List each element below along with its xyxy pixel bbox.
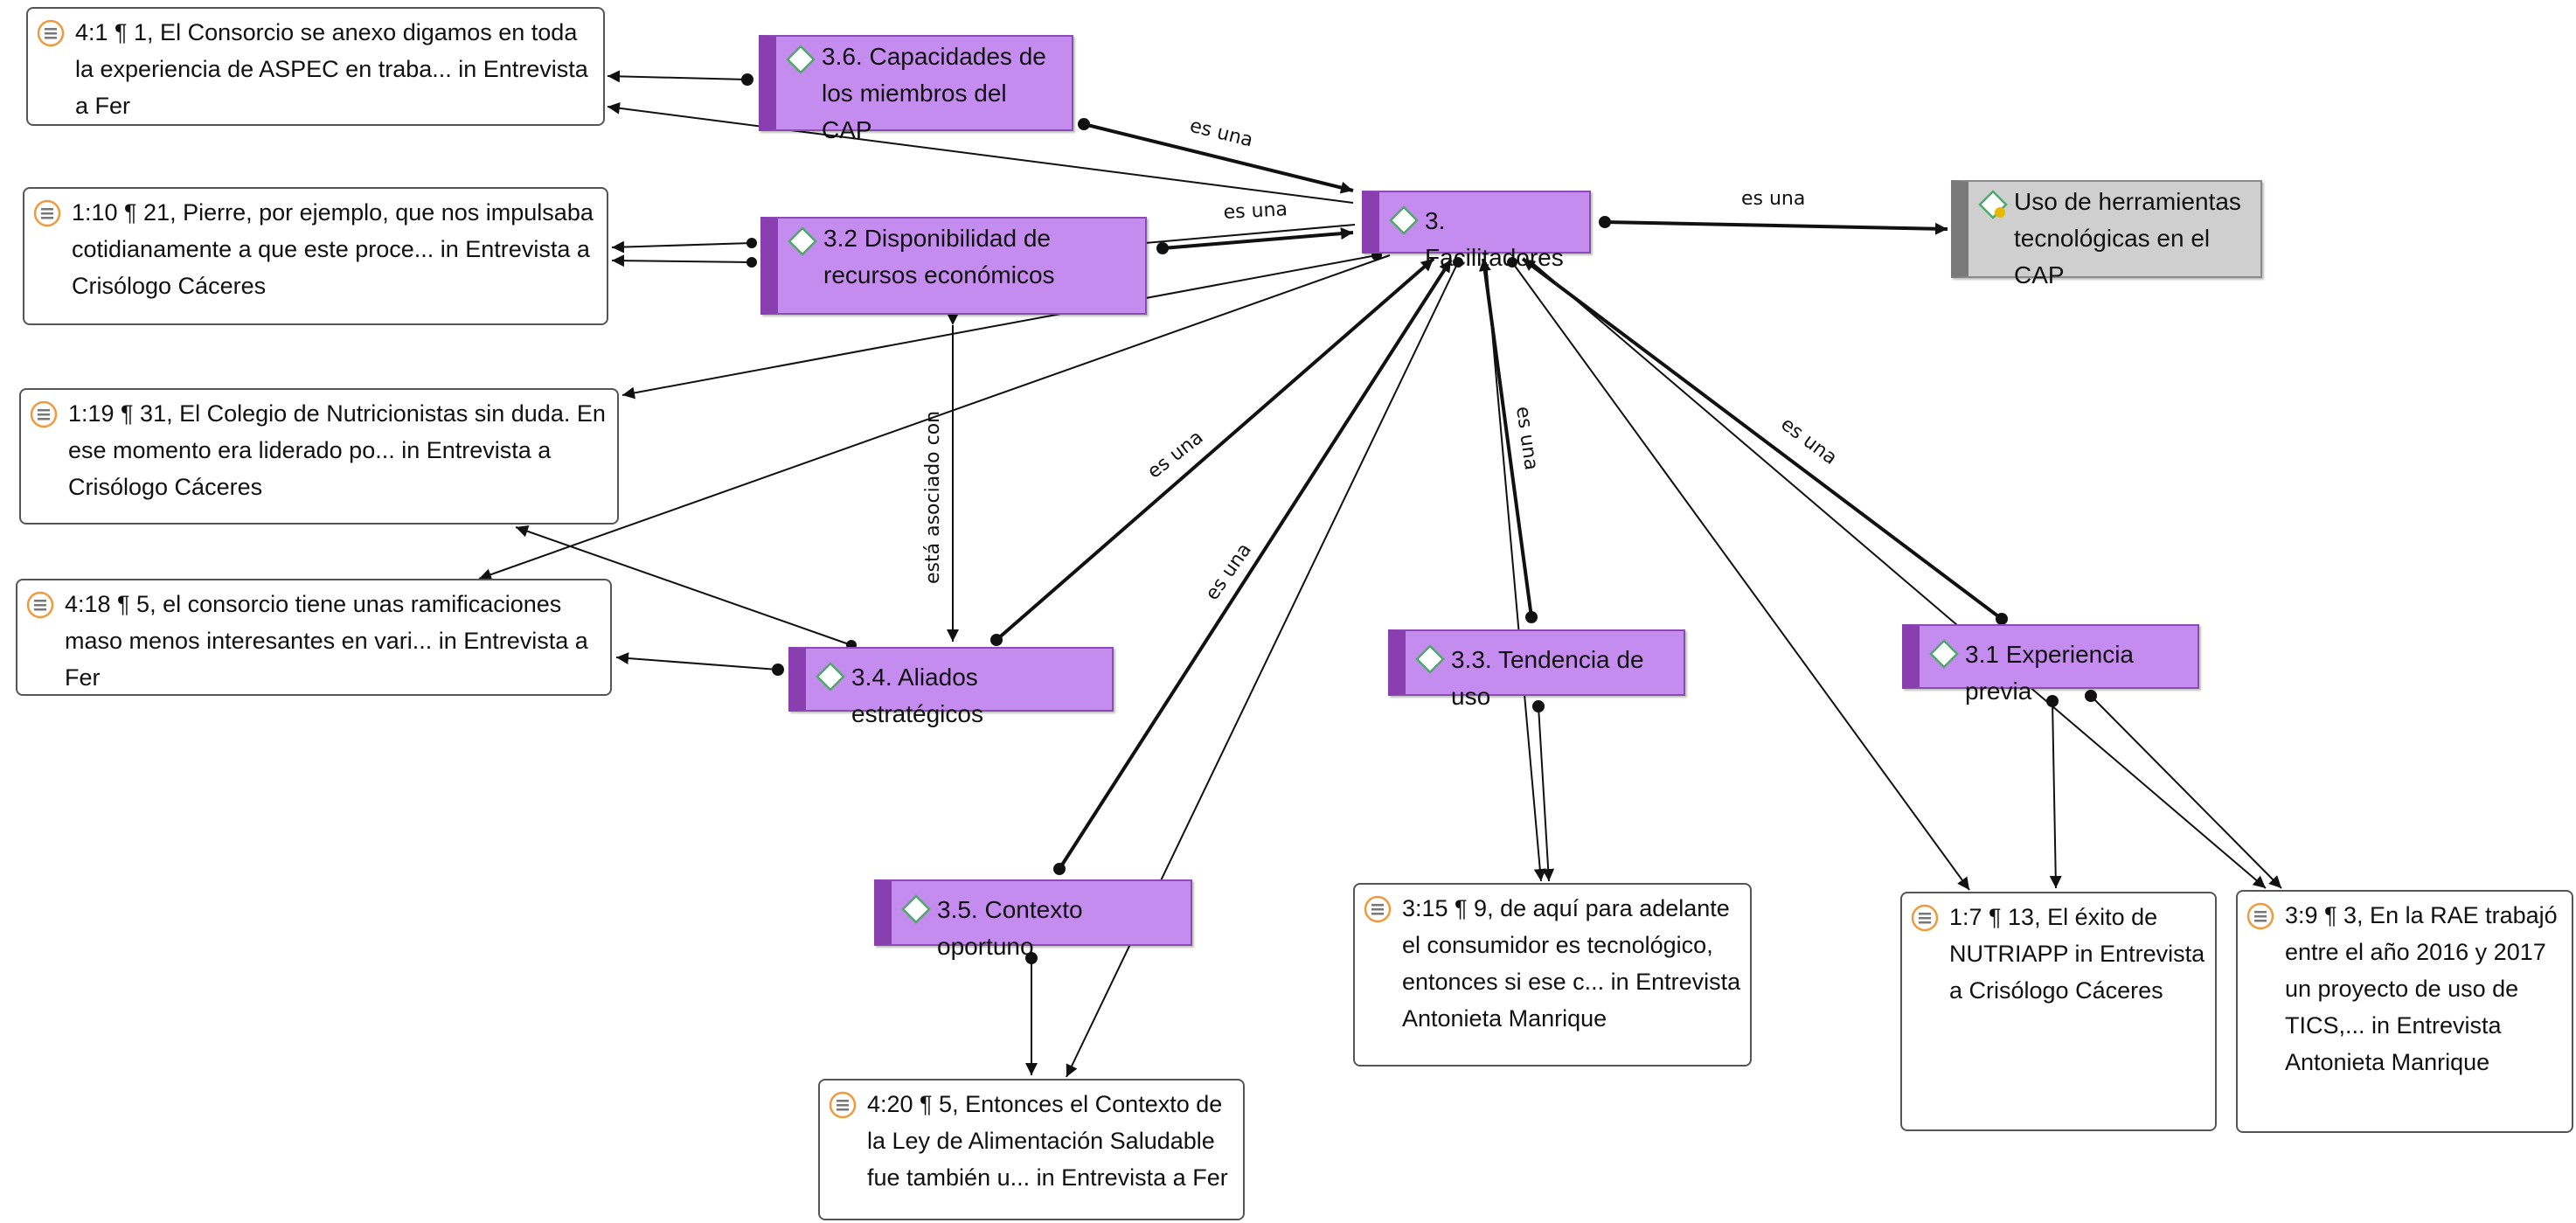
link-3-3-to-quote-3-15 [1532, 700, 1555, 882]
quote-text: 1:19 ¶ 31, El Colegio de Nutricionistas … [68, 400, 606, 500]
quote-text: 4:1 ¶ 1, El Consorcio se anexo digamos e… [75, 19, 588, 119]
document-lines-icon [26, 591, 54, 619]
link-3-4-to-quote-4-18 [615, 652, 784, 676]
document-lines-icon [30, 400, 58, 428]
quote-node-1-10[interactable]: 1:10 ¶ 21, Pierre, por ejemplo, que nos … [23, 187, 608, 325]
label-3-2-es-una: es una [1223, 198, 1288, 224]
code-node-3-5[interactable]: 3.5. Contexto oportuno [874, 879, 1192, 960]
quote-text: 3:9 ¶ 3, En la RAE trabajó entre el año … [2285, 902, 2558, 1075]
document-lines-icon [829, 1091, 857, 1119]
code-node-3-6[interactable]: 3.6. Capacidades de los miembros del CAP [759, 35, 1073, 143]
link-3-5-es-una-facilitadores [1053, 258, 1453, 875]
code-node-uso-herramientas[interactable]: Uso de herramientas tecnológicas en el C… [1951, 180, 2262, 288]
diamond-icon [788, 226, 817, 256]
diamond-icon [1389, 205, 1419, 235]
code-label: 3.2 Disponibilidad de recursos económico… [823, 225, 1055, 288]
quote-text: 3:15 ¶ 9, de aquí para adelante el consu… [1402, 895, 1741, 1032]
diamond-with-memo-icon [1978, 190, 2008, 219]
label-facilitadores-es-una-uso: es una [1741, 188, 1805, 210]
link-facilitadores-to-quote-1-10 [1144, 224, 1356, 244]
diamond-icon [901, 894, 931, 924]
code-label: 3.4. Aliados estratégicos [851, 664, 983, 727]
document-lines-icon [33, 199, 61, 227]
code-label: 3.3. Tendencia de uso [1451, 646, 1644, 710]
link-3-6-to-quote-4-1 [607, 70, 753, 86]
code-label: 3.6. Capacidades de los miembros del CAP [822, 43, 1046, 143]
code-label: 3. Facilitadores [1425, 207, 1564, 271]
link-3-2-to-quote-1-10 [611, 238, 757, 268]
link-3-2-es-una-facilitadores [1156, 227, 1354, 254]
quote-node-4-18[interactable]: 4:18 ¶ 5, el consorcio tiene unas ramifi… [16, 579, 612, 696]
code-label: Uso de herramientas tecnológicas en el C… [2014, 188, 2241, 288]
link-facilitadores-to-quote-3-9 [1529, 260, 2267, 889]
code-node-facilitadores[interactable]: 3. Facilitadores [1362, 191, 1591, 271]
link-facilitadores-to-quote-4-1 [607, 101, 1354, 204]
diamond-icon [1929, 639, 1959, 669]
quote-node-3-9[interactable]: 3:9 ¶ 3, En la RAE trabajó entre el año … [2236, 890, 2573, 1133]
code-node-3-1[interactable]: 3.1 Experiencia previa [1902, 624, 2199, 705]
label-3-3-es-una: es una [1511, 405, 1542, 471]
document-lines-icon [37, 19, 65, 47]
link-3-1-to-quote-1-7 [2046, 695, 2062, 889]
quote-node-1-7[interactable]: 1:7 ¶ 13, El éxito de NUTRIAPP in Entrev… [1900, 892, 2217, 1131]
quote-node-4-20[interactable]: 4:20 ¶ 5, Entonces el Contexto de la Ley… [818, 1079, 1245, 1220]
link-facilitadores-to-quote-1-7 [1507, 257, 1970, 891]
link-3-4-es-una-facilitadores [990, 257, 1435, 646]
label-3-2-asociado-3-4: está asociado con [922, 411, 944, 584]
code-label: 3.1 Experiencia previa [1965, 641, 2135, 705]
quote-node-3-15[interactable]: 3:15 ¶ 9, de aquí para adelante el consu… [1353, 883, 1752, 1067]
quote-node-1-19[interactable]: 1:19 ¶ 31, El Colegio de Nutricionistas … [19, 388, 619, 525]
quote-text: 1:7 ¶ 13, El éxito de NUTRIAPP in Entrev… [1949, 904, 2205, 1004]
link-facilitadores-to-quote-3-15 [1485, 261, 1546, 882]
document-lines-icon [1911, 904, 1939, 932]
code-node-3-3[interactable]: 3.3. Tendencia de uso [1388, 629, 1685, 710]
code-node-3-4[interactable]: 3.4. Aliados estratégicos [788, 647, 1114, 727]
label-3-4-es-una: es una [1143, 427, 1207, 483]
link-facilitadores-es-una-uso [1599, 216, 1948, 235]
quote-text: 4:20 ¶ 5, Entonces el Contexto de la Ley… [867, 1091, 1228, 1191]
diamond-icon [816, 662, 845, 691]
quote-text: 1:10 ¶ 21, Pierre, por ejemplo, que nos … [72, 199, 594, 299]
label-3-1-es-una: es una [1776, 413, 1841, 469]
label-3-5-es-una: es una [1201, 539, 1256, 604]
quote-node-4-1[interactable]: 4:1 ¶ 1, El Consorcio se anexo digamos e… [26, 7, 605, 126]
quote-text: 4:18 ¶ 5, el consorcio tiene unas ramifi… [65, 591, 588, 691]
document-lines-icon [2246, 902, 2274, 930]
link-facilitadores-to-quote-4-18 [478, 254, 1391, 580]
document-lines-icon [1364, 895, 1392, 923]
link-3-5-to-quote-4-20 [1025, 952, 1038, 1075]
link-3-1-to-quote-3-9 [2085, 690, 2282, 889]
link-3-6-es-una-facilitadores [1078, 118, 1354, 194]
label-3-6-es-una: es una [1188, 115, 1255, 152]
code-node-3-2[interactable]: 3.2 Disponibilidad de recursos económico… [760, 217, 1147, 315]
code-label: 3.5. Contexto oportuno [937, 896, 1083, 960]
link-3-1-es-una-facilitadores [1521, 257, 2008, 625]
diamond-icon [786, 45, 816, 74]
diamond-icon [1415, 644, 1445, 674]
